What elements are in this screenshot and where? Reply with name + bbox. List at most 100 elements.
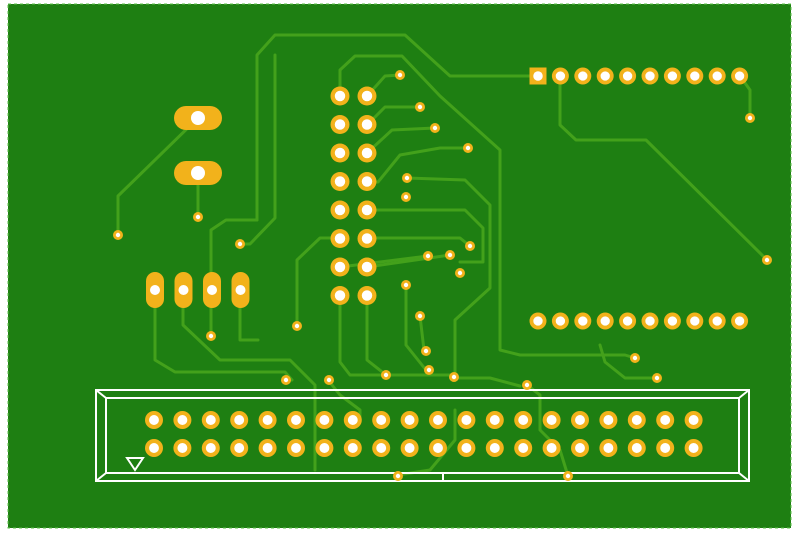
dip-socket-pin-hole: [334, 119, 346, 130]
ribbon-connector-pin-hole: [319, 415, 330, 425]
ribbon-connector-pin-hole: [404, 415, 415, 425]
ribbon-connector-pin-hole: [234, 415, 245, 425]
header-top-pin-hole: [555, 71, 566, 81]
dip-socket-pin-hole: [361, 204, 373, 216]
via-hole: [404, 175, 410, 181]
dip-socket-pin-hole: [334, 233, 346, 244]
via-hole: [465, 145, 471, 151]
ribbon-connector-pin-hole: [660, 415, 671, 425]
ribbon-connector-pin-hole: [347, 415, 358, 425]
via-hole: [326, 377, 332, 383]
dip-socket-pin-hole: [361, 261, 373, 273]
via-hole: [195, 214, 201, 220]
ribbon-connector-pin-hole: [177, 415, 188, 425]
dip-socket-pin-hole: [334, 147, 346, 159]
header-top-pin-hole: [690, 71, 700, 81]
dip-socket-pin-hole: [334, 261, 346, 273]
via-hole: [467, 243, 473, 249]
header-bottom-pin-hole: [600, 316, 610, 326]
header-top-pin-hole: [734, 71, 745, 81]
trace: [404, 283, 428, 372]
trace: [365, 253, 452, 269]
ribbon-connector-pin-hole: [205, 443, 216, 453]
trace: [153, 288, 294, 382]
pads-layer: [113, 67, 772, 481]
via-hole: [237, 241, 243, 247]
ribbon-connector-pin-hole: [660, 443, 671, 453]
ribbon-connector-pin-hole: [518, 443, 529, 453]
via-hole: [447, 252, 453, 258]
ribbon-connector-pin-hole: [376, 415, 387, 425]
trace: [181, 288, 317, 472]
ribbon-connector-pin-hole: [433, 443, 443, 453]
dip-socket-pin-hole: [334, 90, 346, 102]
dip-socket-pin-hole: [361, 233, 373, 244]
dip-socket-pin-hole: [361, 90, 373, 102]
ribbon-connector-pin-hole: [489, 415, 500, 425]
header-top-pin-hole: [645, 71, 655, 81]
via-hole: [417, 104, 423, 110]
header-top-pin-hole: [712, 71, 722, 81]
via-hole: [747, 115, 753, 121]
header-top-pin-hole: [578, 71, 588, 81]
ribbon-connector-pin-hole: [461, 415, 472, 425]
header-bottom-pin-hole: [578, 316, 588, 326]
header-bottom-pin-hole: [734, 316, 745, 326]
trace: [365, 126, 437, 155]
header-bottom-pin-hole: [555, 316, 566, 326]
trace: [405, 176, 492, 379]
via-hole: [451, 374, 457, 380]
ribbon-connector-pin-hole: [262, 415, 273, 425]
ribbon-connector-pin-hole: [433, 415, 443, 425]
header-bottom-pin-hole: [667, 316, 678, 326]
oval-pad-horizontal-hole: [191, 166, 205, 180]
via-hole: [432, 125, 438, 131]
header-bottom-pin-hole: [622, 316, 633, 326]
via-hole: [383, 372, 389, 378]
dip-socket-pin-hole: [361, 119, 373, 130]
trace: [598, 343, 659, 380]
trace: [365, 208, 485, 264]
ribbon-connector-pin-hole: [518, 415, 529, 425]
ribbon-connector-pin-hole: [603, 443, 614, 453]
via-hole: [654, 375, 660, 381]
ribbon-connector-pin-hole: [205, 415, 216, 425]
via-hole: [403, 194, 409, 200]
via-hole: [395, 473, 401, 479]
via-hole: [397, 72, 403, 78]
ribbon-connector-pin-hole: [262, 443, 273, 453]
trace: [116, 116, 200, 237]
oval-pad-vertical-hole: [150, 285, 160, 295]
oval-pad-vertical-hole: [235, 285, 246, 295]
via-hole: [115, 232, 121, 238]
ribbon-connector-pin-hole: [149, 443, 159, 453]
ribbon-connector-pin-hole: [546, 415, 557, 425]
trace: [418, 314, 426, 352]
ribbon-connector-inner-outline: [105, 397, 740, 474]
via-hole: [565, 473, 571, 479]
dip-socket-pin-hole: [361, 176, 373, 187]
trace: [295, 236, 342, 328]
via-hole: [524, 382, 530, 388]
trace: [338, 54, 637, 360]
ribbon-connector-pin-hole: [575, 415, 585, 425]
header-bottom-pin-hole: [645, 316, 655, 326]
oval-pad-vertical-hole: [207, 285, 217, 295]
ribbon-connector-pin-hole: [631, 415, 642, 425]
trace: [338, 254, 430, 269]
trace: [365, 294, 388, 377]
ribbon-connector-pin-hole: [234, 443, 245, 453]
oval-pad-horizontal-hole: [191, 111, 205, 125]
silkscreen-layer: [95, 389, 750, 482]
ribbon-connector-pin-hole: [177, 443, 188, 453]
via-hole: [425, 253, 431, 259]
dip-socket-pin-hole: [334, 290, 346, 301]
via-hole: [457, 270, 463, 276]
ribbon-connector-pin-hole: [489, 443, 500, 453]
header-bottom-pin-hole: [690, 316, 700, 326]
ribbon-connector-notch: [95, 389, 750, 482]
trace: [525, 383, 570, 478]
ribbon-connector-pin-hole: [291, 415, 301, 425]
ribbon-connector-pin-hole: [688, 443, 699, 453]
